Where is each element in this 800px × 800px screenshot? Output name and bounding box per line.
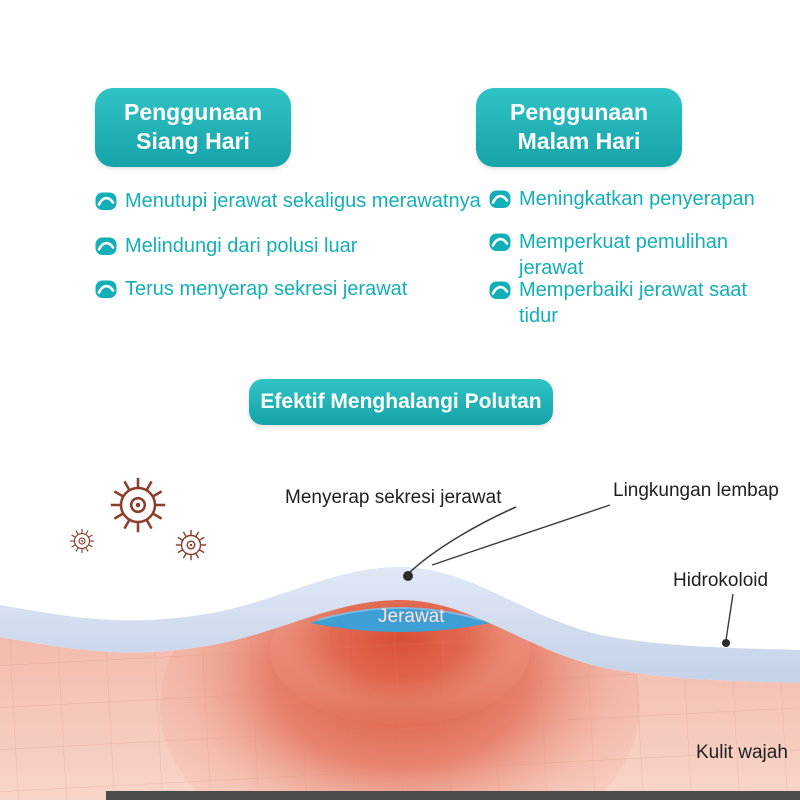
germ-icon <box>69 528 95 554</box>
hydrocolloid-pointer-line <box>725 593 734 641</box>
night-use-badge: Penggunaan Malam Hari <box>476 88 682 167</box>
night-title-line2: Malam Hari <box>517 128 641 155</box>
patch-icon <box>489 233 511 251</box>
patch-icon <box>489 281 511 299</box>
benefit-text: Meningkatkan penyerapan <box>519 188 755 210</box>
germ-icon <box>175 529 207 561</box>
day-benefit-item: Terus menyerap sekresi jerawat <box>95 276 407 302</box>
absorb-label: Menyerap sekresi jerawat <box>285 487 502 508</box>
night-benefit-item: Memperbaiki jerawat saat tidur <box>489 277 771 329</box>
moist-strip <box>310 608 490 632</box>
skin-texture-grid <box>0 600 800 800</box>
benefit-text: Menutupi jerawat sekaligus merawatnya <box>125 190 481 212</box>
patch-icon <box>95 237 117 255</box>
day-title-line2: Siang Hari <box>136 128 250 155</box>
absorb-pointer-line <box>407 506 517 575</box>
patch-icon <box>489 190 511 208</box>
moist-environment-label: Lingkungan lembap <box>613 480 779 501</box>
night-benefit-item: Meningkatkan penyerapan <box>489 186 771 212</box>
skin-cross-section-illustration <box>0 476 800 800</box>
night-title-line1: Penggunaan <box>509 99 648 125</box>
bottom-bar <box>106 791 800 800</box>
benefit-text: Memperkuat pemulihan jerawat <box>519 231 728 279</box>
day-title-line1: Penggunaan <box>123 99 262 125</box>
night-benefit-item: Memperkuat pemulihan jerawat <box>489 229 771 281</box>
benefit-text: Memperbaiki jerawat saat tidur <box>519 279 747 327</box>
day-benefit-item: Melindungi dari polusi luar <box>95 233 357 259</box>
moist-strip-highlight <box>317 607 483 621</box>
moist-pointer-line <box>431 504 611 566</box>
germ-icon <box>109 476 167 534</box>
day-use-badge: Penggunaan Siang Hari <box>95 88 291 167</box>
benefit-text: Melindungi dari polusi luar <box>125 235 358 257</box>
hydrocolloid-label: Hidrokoloid <box>673 570 769 591</box>
absorb-pointer-dot <box>403 571 413 581</box>
hydrocolloid-pointer-dot <box>722 639 730 647</box>
pollutant-banner: Efektif Menghalangi Polutan <box>249 379 553 425</box>
patch-icon <box>95 192 117 210</box>
day-benefit-item: Menutupi jerawat sekaligus merawatnya <box>95 188 481 214</box>
facial-skin-label: Kulit wajah <box>696 742 788 763</box>
hydrocolloid-band <box>0 567 800 683</box>
banner-label: Efektif Menghalangi Polutan <box>260 390 542 413</box>
patch-icon <box>95 280 117 298</box>
pimple-label: Jerawat <box>378 606 445 627</box>
benefit-text: Terus menyerap sekresi jerawat <box>125 278 408 300</box>
